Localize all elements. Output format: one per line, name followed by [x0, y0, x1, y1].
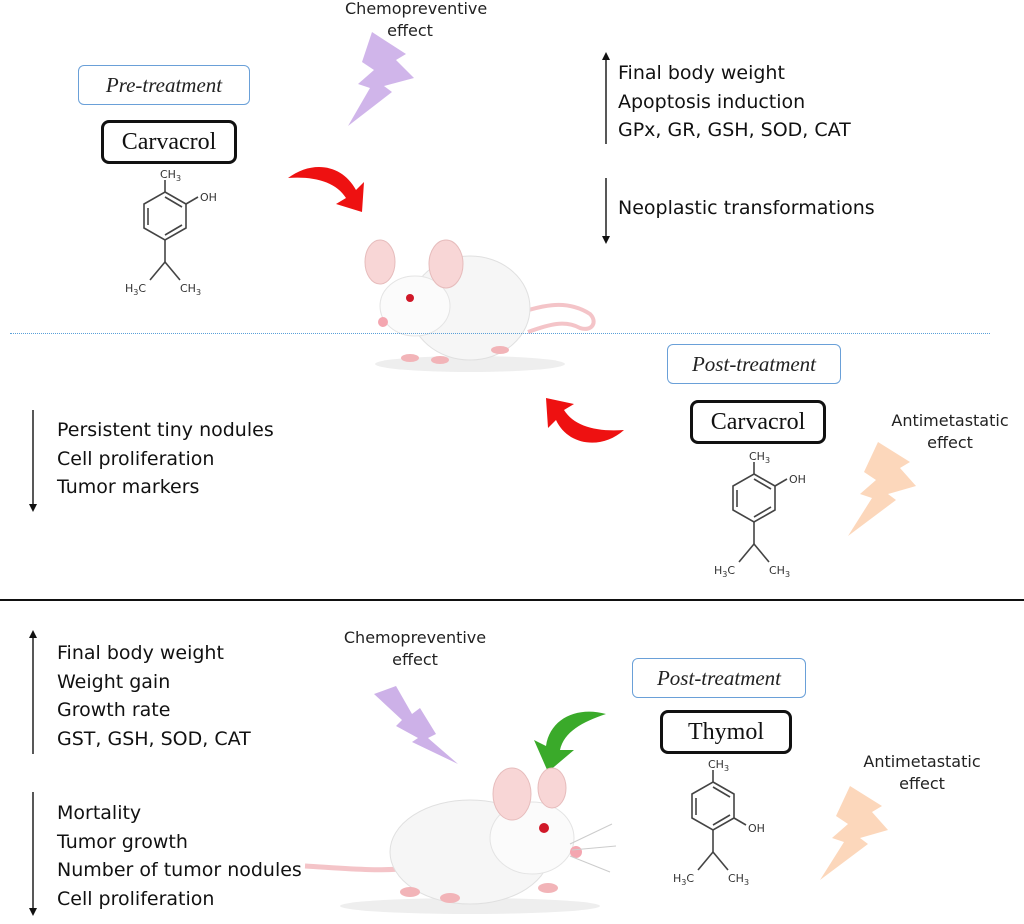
decrease-list-middle: Persistent tiny nodules Cell proliferati…	[57, 416, 274, 502]
thymol-structure: CH3 OH H3C CH3	[673, 758, 765, 887]
svg-text:H3C: H3C	[125, 282, 146, 297]
decrease-list-bottom: Mortality Tumor growth Number of tumor n…	[57, 799, 302, 913]
list-item: Cell proliferation	[57, 447, 215, 470]
list-item: Final body weight	[618, 62, 785, 84]
svg-text:OH: OH	[789, 473, 806, 486]
list-item: Number of tumor nodules	[57, 859, 302, 881]
carvacrol-structure-top: CH3 OH H3C CH3	[125, 168, 217, 297]
svg-text:CH3: CH3	[160, 168, 181, 183]
svg-text:H3C: H3C	[673, 872, 694, 887]
red-arrow-top	[288, 166, 364, 212]
list-item: Final body weight	[57, 642, 224, 664]
red-arrow-middle	[546, 398, 624, 443]
pretreatment-label-top: Pre-treatment	[78, 65, 250, 105]
list-item: Persistent tiny nodules	[57, 419, 274, 441]
list-item: GST, GSH, SOD, CAT	[57, 727, 251, 750]
chemopreventive-label-bottom: Chemopreventive effect	[343, 628, 487, 669]
carvacrol-box-middle: Carvacrol	[690, 400, 826, 444]
list-item: Mortality	[57, 802, 142, 824]
carvacrol-box-top: Carvacrol	[101, 120, 237, 164]
lightning-bolt-chemopreventive-bottom	[374, 686, 458, 764]
up-arrow-top	[602, 52, 610, 144]
list-item: Cell proliferation	[57, 887, 215, 910]
dotted-divider	[10, 333, 990, 334]
list-item: Weight gain	[57, 670, 171, 693]
list-item: GPx, GR, GSH, SOD, CAT	[618, 119, 851, 141]
svg-text:CH3: CH3	[180, 282, 201, 297]
posttreatment-label-bottom: Post-treatment	[632, 658, 806, 698]
thymol-box-bottom: Thymol	[660, 710, 792, 754]
svg-text:CH3: CH3	[769, 564, 790, 579]
list-item: Apoptosis induction	[618, 90, 806, 113]
chemopreventive-label-top: Chemopreventive effect	[345, 0, 488, 40]
svg-text:CH3: CH3	[728, 872, 749, 887]
list-item: Growth rate	[57, 699, 171, 721]
lightning-bolt-antimetastatic-bottom	[820, 786, 888, 880]
mouse-illustration-bottom	[304, 767, 617, 914]
increase-list-bottom: Final body weight Weight gain Growth rat…	[57, 639, 251, 753]
lightning-bolt-antimetastatic-middle	[848, 442, 916, 536]
svg-text:CH3: CH3	[708, 758, 729, 773]
svg-text:OH: OH	[748, 822, 765, 835]
list-item: Tumor growth	[57, 830, 188, 853]
antimetastatic-label-bottom: Antimetastatic effect	[863, 752, 981, 793]
list-item: Tumor markers	[57, 476, 200, 498]
green-arrow-bottom	[534, 711, 606, 772]
svg-text:CH3: CH3	[749, 450, 770, 465]
lightning-bolt-chemopreventive-top	[348, 32, 414, 126]
svg-text:OH: OH	[200, 191, 217, 204]
carvacrol-structure-middle: CH3 OH H3C CH3	[714, 450, 806, 579]
svg-text:H3C: H3C	[714, 564, 735, 579]
decrease-list-top: Neoplastic transformations	[618, 194, 875, 223]
posttreatment-label-middle: Post-treatment	[667, 344, 841, 384]
antimetastatic-label-middle: Antimetastatic effect	[891, 411, 1009, 452]
list-item: Neoplastic transformations	[618, 197, 875, 219]
mouse-illustration-top	[364, 239, 596, 372]
section-divider	[0, 599, 1024, 601]
down-arrow-bottom	[29, 792, 37, 916]
up-arrow-bottom	[29, 630, 37, 754]
down-arrow-middle	[29, 410, 37, 512]
increase-list-top: Final body weight Apoptosis induction GP…	[618, 59, 851, 145]
down-arrow-top	[602, 178, 610, 244]
